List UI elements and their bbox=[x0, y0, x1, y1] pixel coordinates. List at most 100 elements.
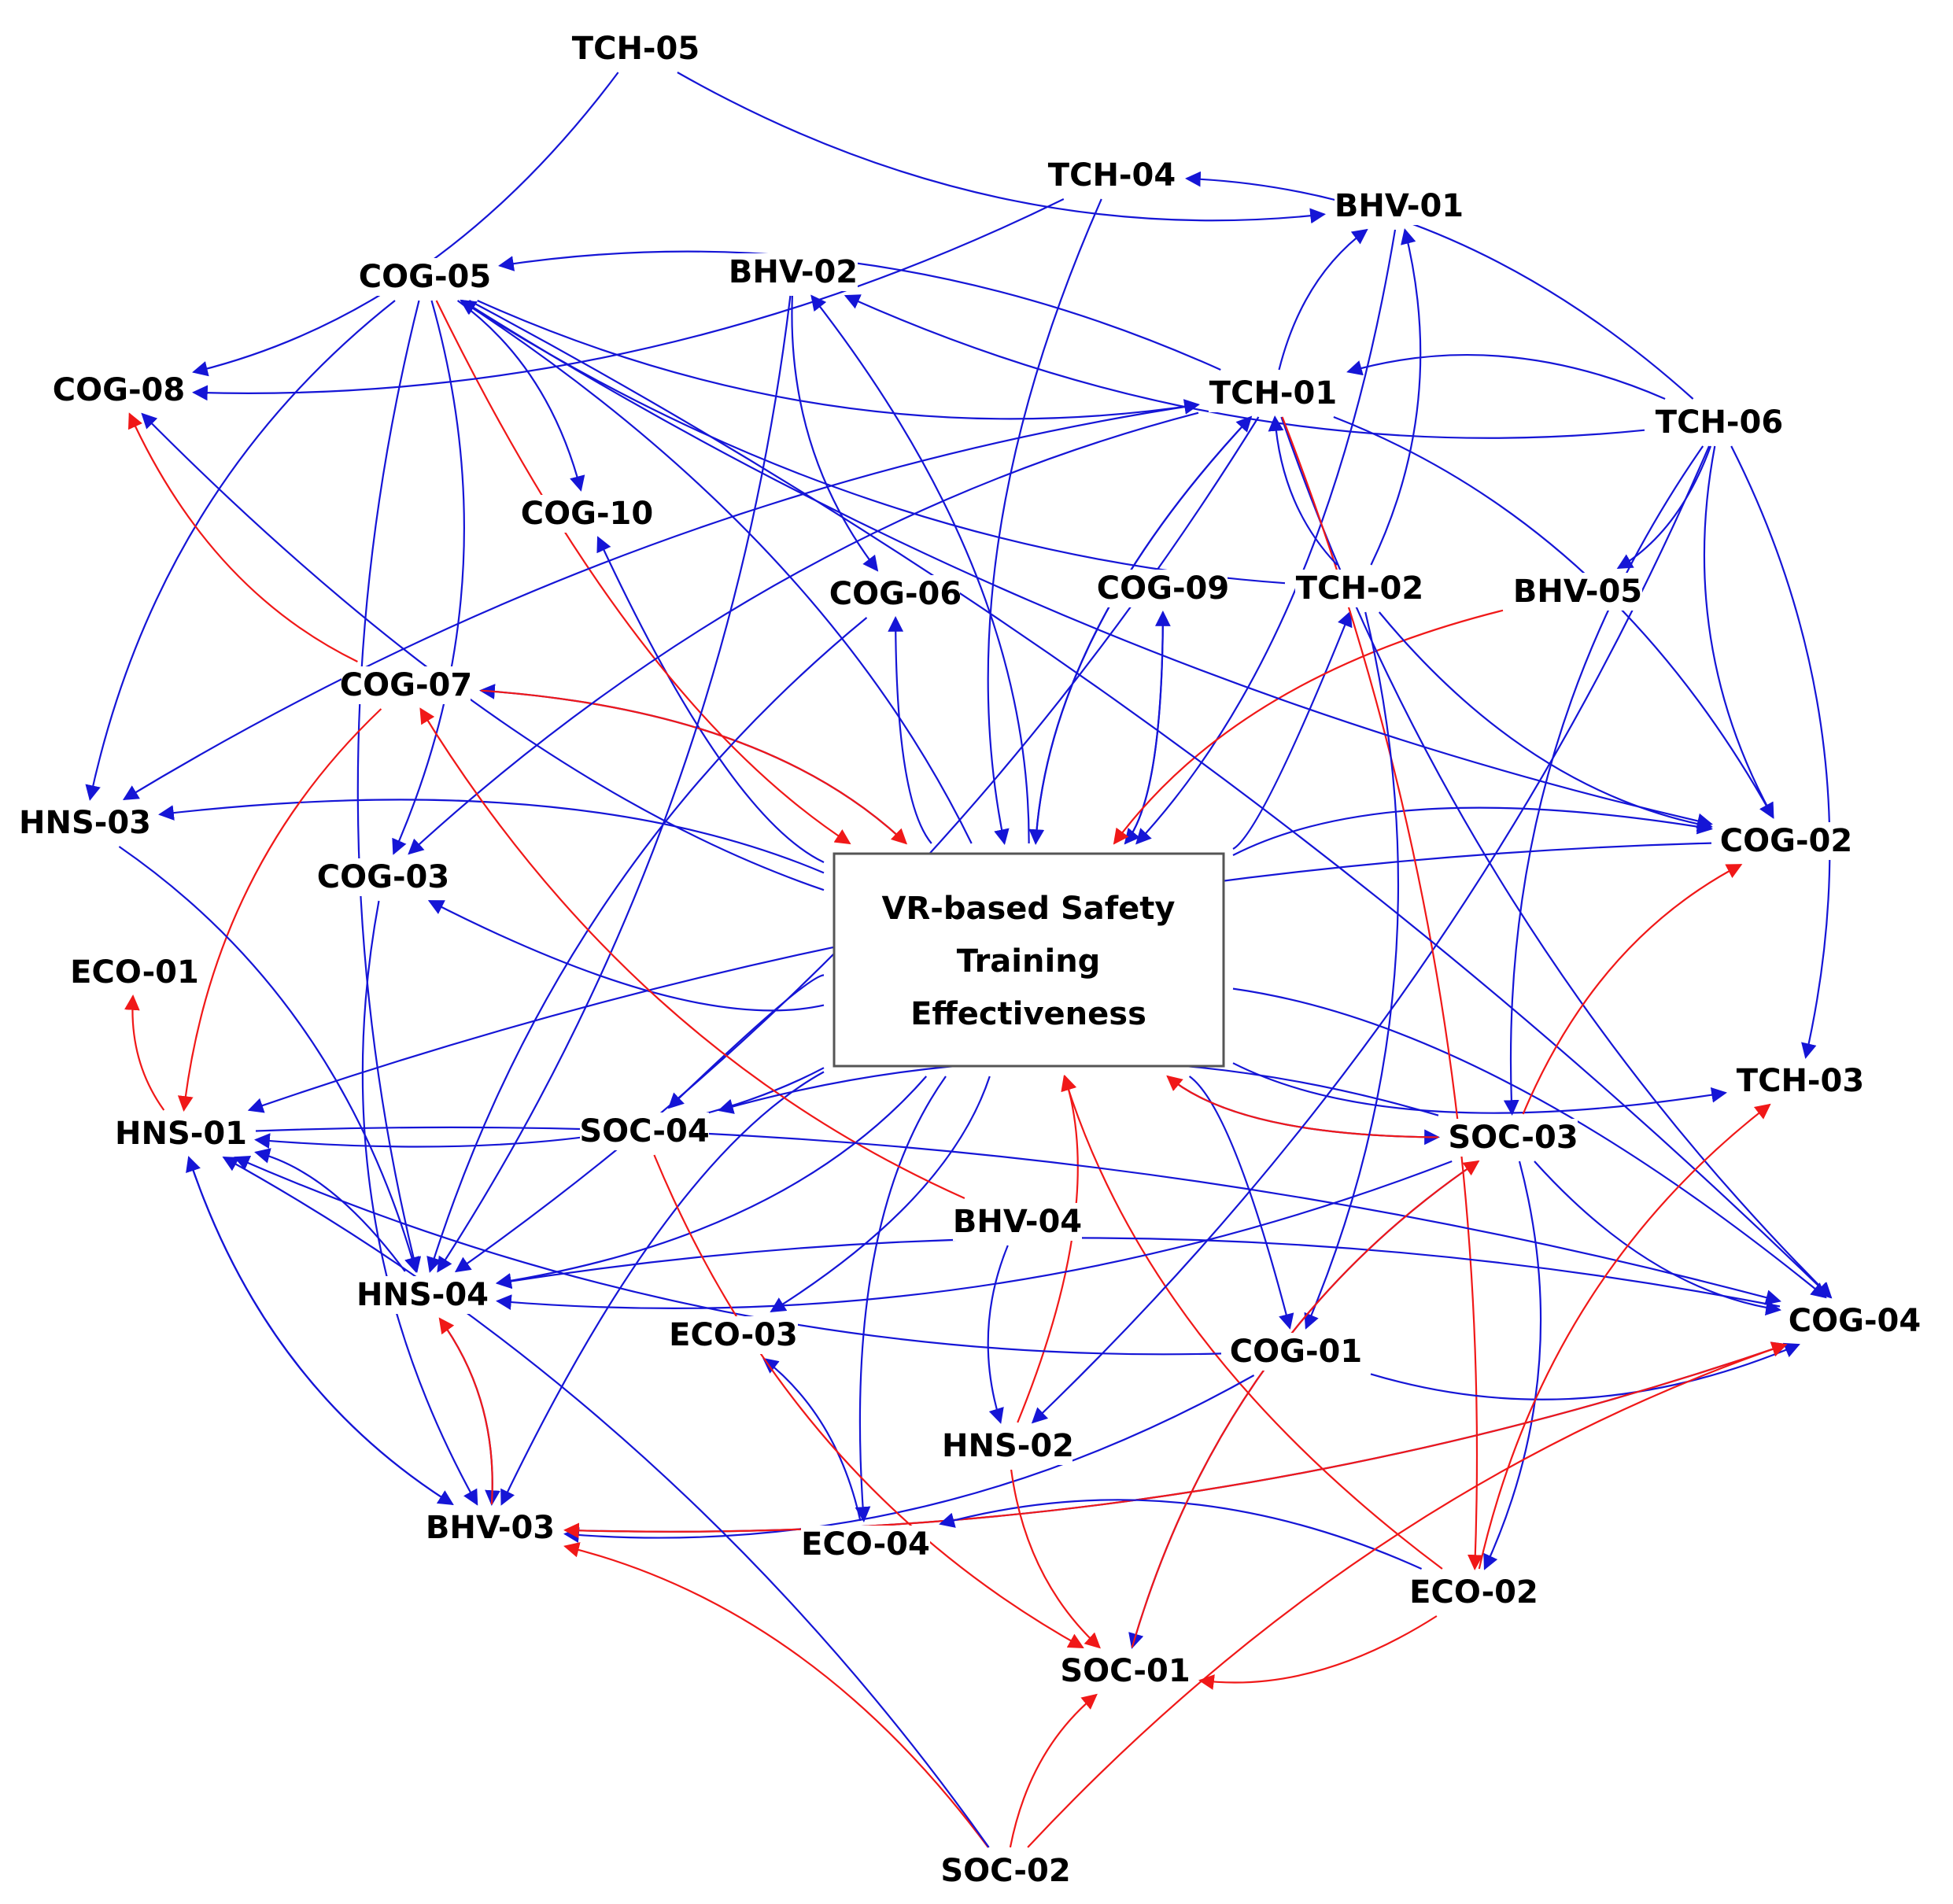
node-soc-03[interactable]: SOC-03 bbox=[1448, 1119, 1578, 1157]
edge-tch-02-to-tch-01 bbox=[1268, 415, 1338, 566]
edge-center-to-hns-03 bbox=[158, 799, 825, 874]
node-hns-01[interactable]: HNS-01 bbox=[115, 1115, 247, 1153]
node-cog-01[interactable]: COG-01 bbox=[1230, 1333, 1362, 1371]
node-eco-04[interactable]: ECO-04 bbox=[801, 1526, 930, 1563]
node-hns-02[interactable]: HNS-02 bbox=[942, 1427, 1074, 1465]
node-cog-06[interactable]: COG-06 bbox=[829, 575, 962, 613]
node-bhv-03[interactable]: BHV-03 bbox=[426, 1509, 555, 1547]
center-node[interactable]: VR-based Safety Training Effectiveness bbox=[833, 852, 1225, 1068]
node-hns-04[interactable]: HNS-04 bbox=[356, 1276, 489, 1314]
edge-tch-06-to-bhv-05 bbox=[1616, 445, 1712, 569]
node-background bbox=[20, 804, 150, 842]
node-background bbox=[1098, 570, 1228, 607]
node-tch-03[interactable]: TCH-03 bbox=[1736, 1062, 1865, 1100]
edge-center-to-cog-06 bbox=[888, 616, 932, 844]
node-bhv-01[interactable]: BHV-01 bbox=[1335, 187, 1464, 225]
edge-tch-02-to-bhv-01 bbox=[1370, 228, 1422, 566]
node-cog-04[interactable]: COG-04 bbox=[1789, 1302, 1921, 1340]
center-label-line-3: Effectiveness bbox=[910, 996, 1146, 1032]
node-cog-02[interactable]: COG-02 bbox=[1720, 822, 1852, 860]
node-bhv-02[interactable]: BHV-02 bbox=[729, 253, 858, 291]
node-tch-05[interactable]: TCH-05 bbox=[571, 30, 700, 68]
edge-center-to-cog-03 bbox=[427, 900, 825, 1012]
edge-center-to-cog-07 bbox=[479, 684, 907, 844]
node-tch-01[interactable]: TCH-01 bbox=[1209, 375, 1338, 412]
edge-hns-01-to-bhv-03 bbox=[187, 1157, 454, 1506]
node-label: TCH-01 bbox=[1209, 375, 1337, 411]
edge-bhv-01-to-center bbox=[1135, 229, 1397, 845]
node-label: HNS-03 bbox=[19, 805, 151, 841]
edge-tch-01-to-bhv-01 bbox=[1278, 228, 1368, 371]
edge-cog-05-to-hns-03 bbox=[85, 300, 396, 801]
edge-tch-06-to-cog-02 bbox=[1703, 445, 1774, 819]
node-background bbox=[426, 1509, 555, 1547]
node-background bbox=[1295, 570, 1424, 607]
edge-bhv-04-to-hns-02 bbox=[987, 1245, 1009, 1424]
edge-soc-03-to-center bbox=[1166, 1075, 1439, 1138]
edge-soc-02-to-hns-01 bbox=[222, 1157, 990, 1848]
edge-tch-05-to-bhv-01 bbox=[677, 72, 1326, 224]
edge-tch-01-to-cog-03 bbox=[408, 411, 1199, 855]
node-label: COG-05 bbox=[359, 259, 491, 295]
node-label: TCH-02 bbox=[1296, 570, 1423, 607]
node-tch-02[interactable]: TCH-02 bbox=[1295, 570, 1424, 607]
edge-cog-05-to-hns-04 bbox=[356, 300, 422, 1273]
node-cog-07[interactable]: COG-07 bbox=[340, 666, 472, 704]
edge-tch-06-to-tch-04 bbox=[1185, 171, 1694, 400]
edge-center-to-cog-01 bbox=[1188, 1076, 1294, 1330]
node-cog-08[interactable]: COG-08 bbox=[53, 371, 185, 409]
node-soc-02[interactable]: SOC-02 bbox=[940, 1852, 1071, 1890]
edge-bhv-03-to-hns-01 bbox=[186, 1156, 453, 1505]
node-soc-01[interactable]: SOC-01 bbox=[1060, 1652, 1191, 1690]
edge-center-to-cog-08 bbox=[141, 412, 825, 891]
edge-tch-06-to-hns-02 bbox=[1031, 445, 1711, 1424]
node-label: BHV-04 bbox=[953, 1204, 1082, 1240]
edge-hns-02-to-soc-01 bbox=[1010, 1469, 1101, 1649]
center-label-line-2: Training bbox=[957, 943, 1101, 980]
edge-eco-02-to-soc-01 bbox=[1198, 1615, 1438, 1690]
node-hns-03[interactable]: HNS-03 bbox=[19, 804, 151, 842]
node-soc-04[interactable]: SOC-04 bbox=[579, 1113, 710, 1150]
node-label: ECO-04 bbox=[801, 1526, 930, 1563]
edge-tch-02-to-cog-01 bbox=[1304, 611, 1399, 1330]
edge-cog-07-to-cog-08 bbox=[127, 412, 358, 662]
edge-center-to-tch-02 bbox=[1232, 611, 1353, 850]
edge-tch-01-to-cog-04 bbox=[1280, 416, 1833, 1299]
node-eco-01[interactable]: ECO-01 bbox=[70, 954, 199, 991]
node-background bbox=[1335, 187, 1464, 225]
node-bhv-04[interactable]: BHV-04 bbox=[953, 1203, 1082, 1241]
node-cog-03[interactable]: COG-03 bbox=[317, 858, 449, 896]
node-bhv-05[interactable]: BHV-05 bbox=[1513, 573, 1642, 611]
node-tch-04[interactable]: TCH-04 bbox=[1047, 157, 1176, 194]
node-label: SOC-01 bbox=[1060, 1653, 1190, 1689]
node-background bbox=[1790, 1302, 1919, 1340]
edge-tch-01-to-hns-03 bbox=[122, 404, 1199, 801]
edge-cog-03-to-bhv-03 bbox=[361, 900, 478, 1506]
edge-center-to-eco-03 bbox=[770, 1076, 991, 1313]
node-background bbox=[116, 1115, 246, 1153]
edge-hns-01-to-eco-01 bbox=[124, 994, 165, 1111]
edge-soc-04-to-soc-01 bbox=[653, 1154, 1084, 1648]
edge-soc-03-to-eco-02 bbox=[1483, 1160, 1542, 1570]
edge-eco-02-to-center bbox=[1061, 1075, 1443, 1570]
edge-cog-04-to-hns-04 bbox=[496, 1237, 1781, 1308]
edge-tch-04-to-cog-08 bbox=[192, 198, 1065, 401]
node-eco-02[interactable]: ECO-02 bbox=[1409, 1574, 1538, 1611]
node-cog-05[interactable]: COG-05 bbox=[359, 258, 491, 296]
node-tch-06[interactable]: TCH-06 bbox=[1655, 404, 1784, 441]
edge-cog-07-to-hns-01 bbox=[177, 708, 382, 1112]
node-cog-10[interactable]: COG-10 bbox=[521, 495, 653, 533]
edge-eco-04-to-eco-03 bbox=[762, 1357, 862, 1522]
node-background bbox=[580, 1113, 709, 1150]
edge-soc-02-to-soc-01 bbox=[1009, 1693, 1098, 1848]
edge-bhv-02-to-cog-06 bbox=[791, 295, 879, 572]
node-eco-03[interactable]: ECO-03 bbox=[669, 1316, 798, 1354]
edge-eco-02-to-eco-04 bbox=[939, 1499, 1423, 1570]
edge-cog-01-to-bhv-03 bbox=[563, 1374, 1255, 1544]
node-background bbox=[1209, 375, 1338, 412]
node-cog-09[interactable]: COG-09 bbox=[1097, 570, 1229, 607]
edge-center-to-hns-04 bbox=[496, 1076, 928, 1289]
node-background bbox=[1231, 1333, 1360, 1371]
